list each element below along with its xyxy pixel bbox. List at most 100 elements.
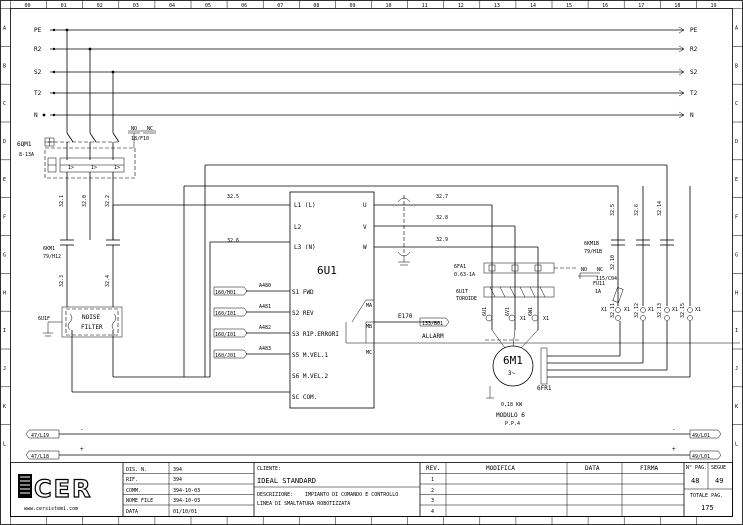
column-label: 16 bbox=[602, 3, 608, 9]
motor-pp: P.P.4 bbox=[505, 421, 520, 427]
feeder-wiring bbox=[71, 164, 668, 393]
aux-plus-left: + bbox=[80, 446, 84, 453]
bus-label-right: T2 bbox=[690, 90, 698, 97]
terminal-x1: X1 bbox=[601, 307, 607, 313]
row-label: E bbox=[735, 177, 738, 183]
breaker-contact-no: NO bbox=[131, 126, 137, 132]
field-label: COMM. bbox=[126, 488, 141, 494]
row-label: B bbox=[3, 63, 6, 69]
date-header: DATA bbox=[585, 465, 600, 472]
column-label: 05 bbox=[205, 3, 211, 9]
control-inputs bbox=[213, 286, 290, 359]
next-page-label: SEGUE bbox=[711, 465, 726, 471]
row-label: D bbox=[735, 139, 738, 145]
page-label: N° PAG. bbox=[686, 465, 707, 471]
overload-contact-nc: NC bbox=[597, 267, 603, 273]
input-wire: A480 bbox=[259, 283, 271, 289]
terminal-x1: X1 bbox=[624, 307, 630, 313]
toroid-tag: 6U1T bbox=[456, 289, 468, 295]
bus-label-right: S2 bbox=[690, 69, 698, 76]
input-wire: A483 bbox=[259, 346, 271, 352]
aux-ref-right-bottom: 49/L01 bbox=[692, 454, 710, 460]
breaker-contact-nc: NC bbox=[147, 126, 153, 132]
thermistor-tag: 6FR1 bbox=[537, 385, 552, 392]
row-label: H bbox=[735, 290, 738, 296]
total-pages-label: TOTALE PAG. bbox=[690, 493, 723, 499]
fuse-rating: 1A bbox=[595, 289, 601, 295]
input-ref: 160/I01 bbox=[215, 311, 236, 317]
breaker-range: 8-13A bbox=[19, 152, 34, 158]
bus-label-right: R2 bbox=[690, 46, 698, 53]
wire-label: 32.9 bbox=[436, 237, 448, 243]
row-label: L bbox=[735, 442, 738, 448]
motor-terminal: 6U1 bbox=[482, 307, 488, 316]
aux-ref-right-top: 49/L01 bbox=[692, 433, 710, 439]
wire-label: 32.11 bbox=[610, 303, 616, 318]
column-label: 08 bbox=[313, 3, 319, 9]
row-label: H bbox=[3, 290, 6, 296]
row-label: C bbox=[735, 101, 738, 107]
column-label: 02 bbox=[97, 3, 103, 9]
terminal-x1: X1 bbox=[520, 316, 526, 322]
wire-label: 32.1 bbox=[59, 195, 65, 207]
motor-module: MODULO 6 bbox=[496, 412, 525, 419]
aux-plus-right: + bbox=[672, 446, 676, 453]
contactor-ref: 79/H12 bbox=[43, 254, 61, 260]
column-label: 14 bbox=[530, 3, 536, 9]
revision-number: 1 bbox=[431, 477, 434, 483]
input-ref: 160/H01 bbox=[215, 290, 236, 296]
client-label: CLIENTE: bbox=[257, 466, 281, 472]
input-label: S2 REV bbox=[292, 310, 314, 317]
column-label: 11 bbox=[422, 3, 428, 9]
row-label: J bbox=[3, 366, 6, 372]
row-label: D bbox=[3, 139, 6, 145]
wire-label: 32.6 bbox=[634, 204, 640, 216]
breaker-trip-1: I> bbox=[68, 165, 74, 171]
terminal-x1: X1 bbox=[543, 316, 549, 322]
inverter-terminal: V bbox=[363, 224, 367, 231]
breaker-tag: 6QM1 bbox=[17, 141, 32, 148]
overload-6fa1 bbox=[483, 262, 600, 298]
column-label: 13 bbox=[494, 3, 500, 9]
breaker-trip-2: I> bbox=[91, 165, 97, 171]
row-label: J bbox=[735, 366, 738, 372]
column-label: 19 bbox=[710, 3, 716, 9]
input-wire: A482 bbox=[259, 325, 271, 331]
wire-label: 32.6 bbox=[227, 238, 239, 244]
motor-phase: 3~ bbox=[508, 370, 516, 377]
inverter-terminal: L2 bbox=[294, 224, 302, 231]
inverter-tag: 6U1 bbox=[317, 264, 337, 277]
bus-label-left: R2 bbox=[34, 46, 42, 53]
relay-terminal: MC bbox=[366, 350, 372, 356]
aux-minus-left: - bbox=[80, 426, 84, 433]
bus-label-left: T2 bbox=[34, 90, 42, 97]
bus-label-right: N bbox=[690, 112, 694, 119]
description-line-2: LINEA DI SMALTATURA ROBOTIZZATA bbox=[257, 501, 350, 507]
bus-label-right: PE bbox=[690, 27, 698, 34]
row-label: G bbox=[735, 252, 738, 258]
overload-contact-ref: 115/C04 bbox=[596, 276, 617, 282]
wire-label: 32.13 bbox=[657, 303, 663, 318]
field-value: 01/10/01 bbox=[173, 509, 197, 515]
bus-label-left: PE bbox=[34, 27, 42, 34]
column-label: 03 bbox=[133, 3, 139, 9]
wire-label: 32.0 bbox=[82, 195, 88, 207]
motor-terminal: 6W1 bbox=[528, 307, 534, 316]
motor-tag: 6M1 bbox=[503, 354, 523, 367]
contactor-b-ref: 79/H1B bbox=[584, 249, 602, 255]
total-pages: 175 bbox=[701, 504, 714, 512]
motor-power: 0,18 KW bbox=[501, 402, 523, 408]
field-label: RIF. bbox=[126, 477, 138, 483]
row-label: I bbox=[735, 328, 738, 334]
fuse-tag: FU11 bbox=[593, 281, 605, 287]
aux-minus-right: - bbox=[672, 426, 676, 433]
input-label: S6 M.VEL.2 bbox=[292, 373, 329, 380]
logo-text: CER bbox=[34, 475, 93, 503]
column-label: 18 bbox=[674, 3, 680, 9]
page-number: 48 bbox=[691, 477, 699, 485]
input-ref: 160/I01 bbox=[215, 332, 236, 338]
bus-label-left: N bbox=[34, 112, 38, 119]
